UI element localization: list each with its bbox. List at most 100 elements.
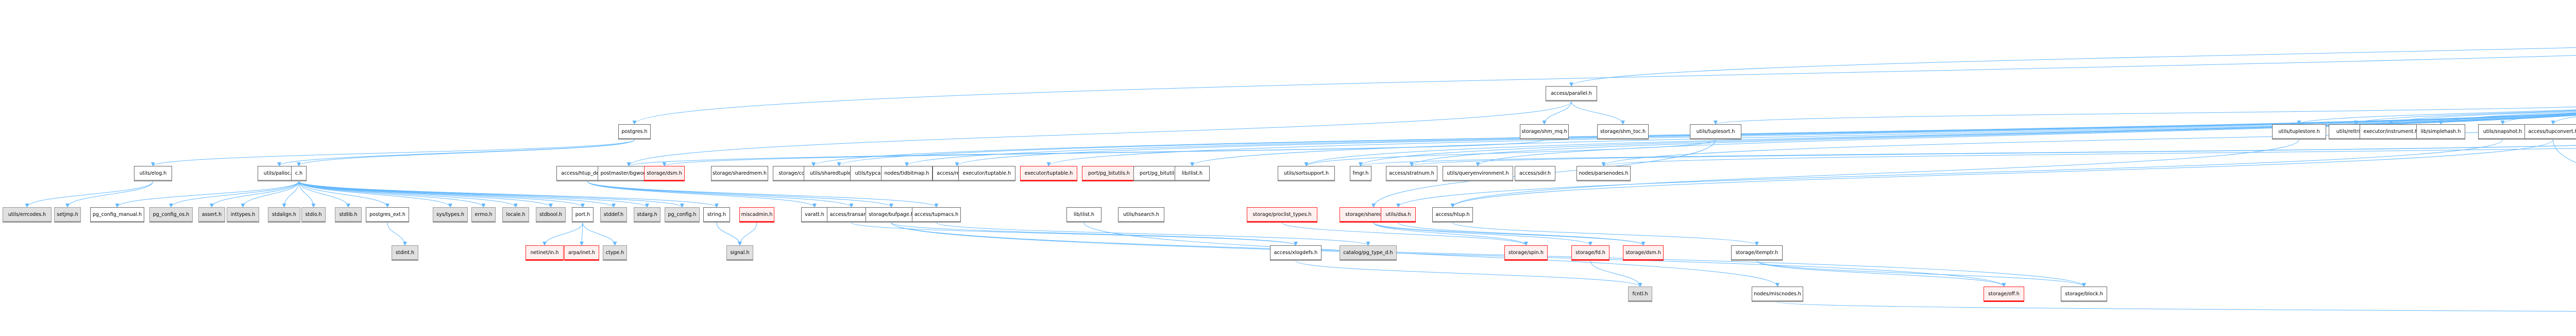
graph-node-parallel[interactable]: access/parallel.h [1546, 86, 1597, 102]
graph-node-proclist-types[interactable]: storage/proclist_types.h [1247, 207, 1317, 223]
edge-transam-to-xlogdefs [851, 222, 1298, 246]
graph-node-postgres-ext[interactable]: postgres_ext.h [366, 207, 409, 223]
graph-node-block[interactable]: storage/block.h [2061, 287, 2107, 302]
graph-node-off[interactable]: storage/off.h [1984, 287, 2024, 302]
graph-node-attmap-pre[interactable]: access/sdir.h [1515, 166, 1555, 181]
graph-node-tuplesort[interactable]: utils/tuplesort.h [1690, 124, 1741, 140]
graph-node-arpa[interactable]: arpa/inet.h [564, 245, 599, 261]
graph-node-c[interactable]: c.h [291, 166, 307, 181]
graph-node-stddef[interactable]: stddef.h [600, 207, 627, 223]
edge-port-to-ctype [582, 222, 617, 246]
graph-node-label: executor/tuptable.h [1024, 170, 1073, 176]
graph-node-port[interactable]: port.h [572, 207, 594, 223]
graph-node-fd[interactable]: storage/fd.h [1571, 245, 1609, 261]
graph-node-label: utils/reltrigger.h [2336, 128, 2376, 135]
graph-node-string[interactable]: string.h [703, 207, 730, 223]
graph-node-pg-config-os[interactable]: pg_config_os.h [149, 207, 193, 223]
edge-htup_details-to-varatt [587, 181, 817, 208]
graph-node-systypes[interactable]: sys/types.h [433, 207, 468, 223]
graph-node-stdlib[interactable]: stdlib.h [335, 207, 362, 223]
graph-node-executor-tuptable[interactable]: executor/tuptable.h [1020, 166, 1077, 181]
graph-node-inttypes[interactable]: inttypes.h [227, 207, 259, 223]
graph-node-stdint[interactable]: stdint.h [392, 245, 418, 261]
graph-node-assert[interactable]: assert.h [198, 207, 225, 223]
edge-execnodes-to-fmgr [1359, 114, 2576, 166]
graph-node-nodes-primnodes[interactable]: nodes/parsenodes.h [1577, 166, 1631, 181]
edge-fd-to-fcntl [1590, 260, 1642, 287]
graph-node-shm-mq[interactable]: storage/shm_mq.h [1520, 124, 1569, 140]
edge-postgres_ext-to-stdint [387, 222, 407, 246]
graph-node-dsa[interactable]: utils/dsa.h [1381, 207, 1416, 223]
graph-node-errno[interactable]: errno.h [471, 207, 496, 223]
graph-node-pg-config-manual[interactable]: pg_config_manual.h [90, 207, 144, 223]
graph-node-pg-config[interactable]: pg_config.h [665, 207, 700, 223]
graph-node-setjmp[interactable]: setjmp.h [54, 207, 81, 223]
graph-node-miscadmin[interactable]: miscadmin.h [739, 207, 774, 223]
edge-execnodes-to-sortsupport [1304, 114, 2576, 166]
graph-node-dsm-h[interactable]: storage/dsm.h [644, 166, 685, 181]
graph-node-bufpage[interactable]: storage/bufpage.h [866, 207, 917, 223]
edge-parallel-to-bgworker [626, 101, 1572, 166]
graph-node-elog[interactable]: utils/elog.h [134, 166, 172, 181]
graph-node-stratnum[interactable]: access/stratnum.h [1386, 166, 1437, 181]
graph-node-label: storage/dsm.h [647, 170, 682, 176]
graph-node-tupconvert[interactable]: access/tupconvert.h [2524, 124, 2576, 140]
graph-node-htup[interactable]: access/htup.h [1432, 207, 1473, 223]
graph-node-tidbitmap[interactable]: nodes/tidbitmap.h [881, 166, 933, 181]
graph-node-simplehash[interactable]: lib/simplehash.h [2416, 124, 2465, 140]
graph-node-spin[interactable]: storage/spin.h [1504, 245, 1548, 261]
graph-node-label: executor/tuptable.h [962, 170, 1011, 176]
graph-node-itemptr[interactable]: storage/itemptr.h [1731, 245, 1783, 261]
graph-node-label: port/pg_bitutils.h [1140, 170, 1181, 176]
graph-node-netinet[interactable]: netinet/in.h [526, 245, 564, 261]
graph-node-stdarg[interactable]: stdarg.h [634, 207, 660, 223]
graph-node-instrument[interactable]: executor/instrument.h [2360, 124, 2422, 140]
graph-node-label: stddef.h [603, 211, 624, 217]
graph-node-stdio[interactable]: stdio.h [301, 207, 326, 223]
graph-node-queryenvironment[interactable]: utils/queryenvironment.h [1443, 166, 1513, 181]
edge-postgres-to-c [297, 139, 635, 166]
edge-c-to-stdlib [298, 181, 350, 208]
graph-node-label: access/htup_details.h [561, 170, 614, 176]
graph-node-errcodes[interactable]: utils/errcodes.h [3, 207, 52, 223]
graph-node-pg-type-d[interactable]: catalog/pg_type_d.h [1340, 245, 1397, 261]
edge-snapshot-to-dsa [1396, 139, 2503, 208]
graph-node-hashfn[interactable]: lib/ilist.h [1175, 166, 1210, 181]
graph-node-label: miscadmin.h [741, 211, 773, 217]
graph-node-label: storage/fd.h [1575, 249, 1605, 256]
edge-ilist-to-miscnodes [1083, 222, 1780, 287]
graph-node-signal[interactable]: signal.h [726, 245, 753, 261]
graph-node-postgres[interactable]: postgres.h [618, 124, 651, 140]
graph-node-shm-toc[interactable]: storage/shm_toc.h [1597, 124, 1649, 140]
graph-node-locale[interactable]: locale.h [502, 207, 529, 223]
graph-node-varatt[interactable]: varatt.h [801, 207, 828, 223]
graph-node-dsm[interactable]: storage/dsm.h [1623, 245, 1664, 261]
edge-c-to-stdalign [282, 181, 299, 208]
graph-node-label: access/transam.h [829, 211, 873, 217]
graph-node-ctype[interactable]: ctype.h [603, 245, 627, 261]
edge-execnodes-to-snapshot [2500, 113, 2576, 125]
edge-execnodes-to-tuplestore [2297, 109, 2576, 125]
graph-node-fcntl[interactable]: fcntl.h [1628, 287, 1652, 302]
graph-node-fmgr[interactable]: fmgr.h [1350, 166, 1371, 181]
graph-node-xlogdefs[interactable]: access/xlogdefs.h [1270, 245, 1321, 261]
graph-node-miscnodes[interactable]: nodes/miscnodes.h [1752, 287, 1803, 302]
graph-node-pg-list-types[interactable]: port/pg_bitutils.h [1082, 166, 1136, 181]
graph-node-label: assert.h [201, 211, 222, 217]
graph-node-snapshot[interactable]: utils/snapshot.h [2478, 124, 2527, 140]
graph-node-executor-tuptable-h[interactable]: executor/tuptable.h [958, 166, 1015, 181]
graph-node-tupmacs[interactable]: access/tupmacs.h [912, 207, 961, 223]
graph-node-stdalign[interactable]: stdalign.h [268, 207, 300, 223]
graph-node-label: varatt.h [805, 211, 824, 217]
edge-c-to-assert [210, 181, 299, 208]
graph-node-sortsupport[interactable]: utils/sortsupport.h [1278, 166, 1335, 181]
graph-node-label: errno.h [474, 211, 493, 217]
graph-node-hsearch[interactable]: utils/hsearch.h [1118, 207, 1164, 223]
edge-skey-to-fmgr [1359, 145, 2576, 166]
graph-node-label: catalog/pg_type_d.h [1343, 249, 1393, 256]
graph-node-sharedmem[interactable]: storage/sharedmem.h [711, 166, 768, 181]
graph-node-ilist[interactable]: lib/ilist.h [1066, 207, 1101, 223]
graph-node-label: arpa/inet.h [568, 249, 596, 256]
graph-node-tuplestore[interactable]: utils/tuplestore.h [2272, 124, 2326, 140]
graph-node-stdbool[interactable]: stdbool.h [536, 207, 566, 223]
